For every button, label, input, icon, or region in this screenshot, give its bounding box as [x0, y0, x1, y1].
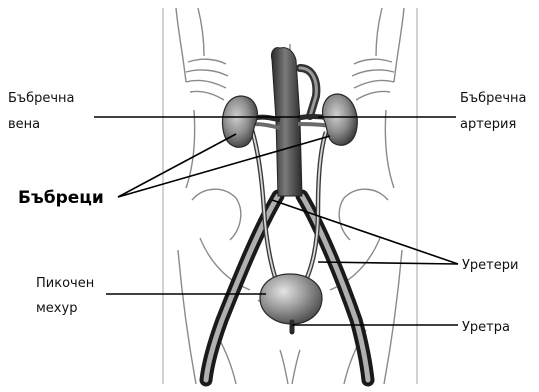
kidneys-leader-left	[118, 134, 236, 197]
bladder-label-line1: Пикочен	[36, 276, 94, 291]
renal-vein-label-line2: вена	[8, 117, 40, 132]
right-kidney	[323, 94, 358, 145]
ureters-label: Уретери	[462, 258, 518, 273]
renal-vein-label-line1: Бъбречна	[8, 91, 75, 106]
bladder	[260, 274, 322, 324]
left-kidney	[223, 96, 258, 147]
renal-artery-label-line2: артерия	[460, 117, 516, 132]
ureters-leader-left	[272, 200, 458, 264]
renal-artery-label-line1: Бъбречна	[460, 91, 527, 106]
urethra-label: Уретра	[462, 320, 510, 335]
bladder-label-line2: мехур	[36, 301, 77, 316]
kidneys-label: Бъбреци	[18, 188, 104, 208]
